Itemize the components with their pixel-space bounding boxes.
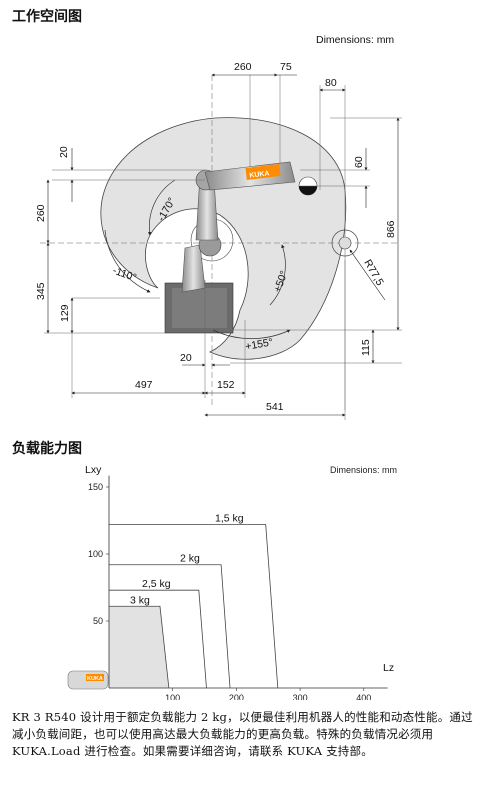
dim-right-115: 115 [360, 339, 372, 356]
dim-left-129: 129 [59, 304, 71, 322]
dim-right-60: 60 [353, 156, 365, 168]
y-tick-label: 150 [88, 482, 103, 492]
description-text: KR 3 R540 设计用于额定负载能力 2 kg，以便最佳利用机器人的性能和动… [12, 710, 473, 758]
series-line [109, 589, 207, 689]
x-tick-label: 100 [165, 693, 180, 700]
safe-zone-area [109, 606, 169, 688]
series-label: 3 kg [130, 594, 150, 606]
dim-top-75: 75 [280, 61, 292, 73]
series-line [109, 524, 279, 689]
x-tick-label: 200 [229, 693, 244, 700]
flange-circle-right [331, 229, 359, 257]
series-label: 2 kg [180, 553, 200, 565]
workspace-units-label: Dimensions: mm [316, 34, 394, 46]
dim-right-r775: R77,5 [361, 258, 385, 288]
dim-left-20: 20 [58, 146, 70, 158]
dim-bottom-152: 152 [217, 379, 235, 391]
x-tick-label: 300 [293, 693, 308, 700]
y-tick-label: 50 [93, 616, 103, 626]
angle-plus155: +155° [244, 336, 274, 353]
robot-logo-text: KUKA [249, 170, 270, 179]
series-line [109, 564, 231, 689]
x-tick-label: 400 [356, 693, 371, 700]
dim-bottom-20: 20 [180, 352, 192, 364]
series-label: 1,5 kg [215, 513, 244, 525]
dim-bottom-541: 541 [266, 401, 284, 413]
payload-chart: Dimensions: mm Lxy Lz 50 100 150 100 200 300 4… [67, 464, 397, 700]
payload-units-label: Dimensions: mm [330, 465, 397, 475]
dim-right-866: 866 [385, 220, 397, 238]
y-tick-label: 100 [88, 549, 103, 559]
workspace-title: 工作空间图 [12, 9, 82, 25]
robot-logo-plate [245, 163, 281, 181]
series-label: 2,5 kg [142, 578, 171, 590]
dim-left-345: 345 [35, 282, 47, 300]
payload-logo-text: KUKA [87, 676, 103, 682]
y-axis-label: Lxy [85, 464, 102, 476]
payload-title: 负载能力图 [12, 441, 82, 457]
dim-top-260: 260 [234, 61, 252, 73]
workspace-diagram: Dimensions: mm KUKA -170° -110° +50° +15… [35, 34, 402, 420]
dim-top-80: 80 [325, 77, 337, 89]
dim-left-260: 260 [35, 204, 47, 222]
series-line [109, 605, 170, 689]
dim-bottom-497: 497 [135, 379, 153, 391]
chart-plot-area: 50 100 150 100 200 300 400 1,5 kg 2 kg 2,5 kg 3 kg [88, 475, 388, 700]
x-axis-label: Lz [383, 662, 394, 674]
